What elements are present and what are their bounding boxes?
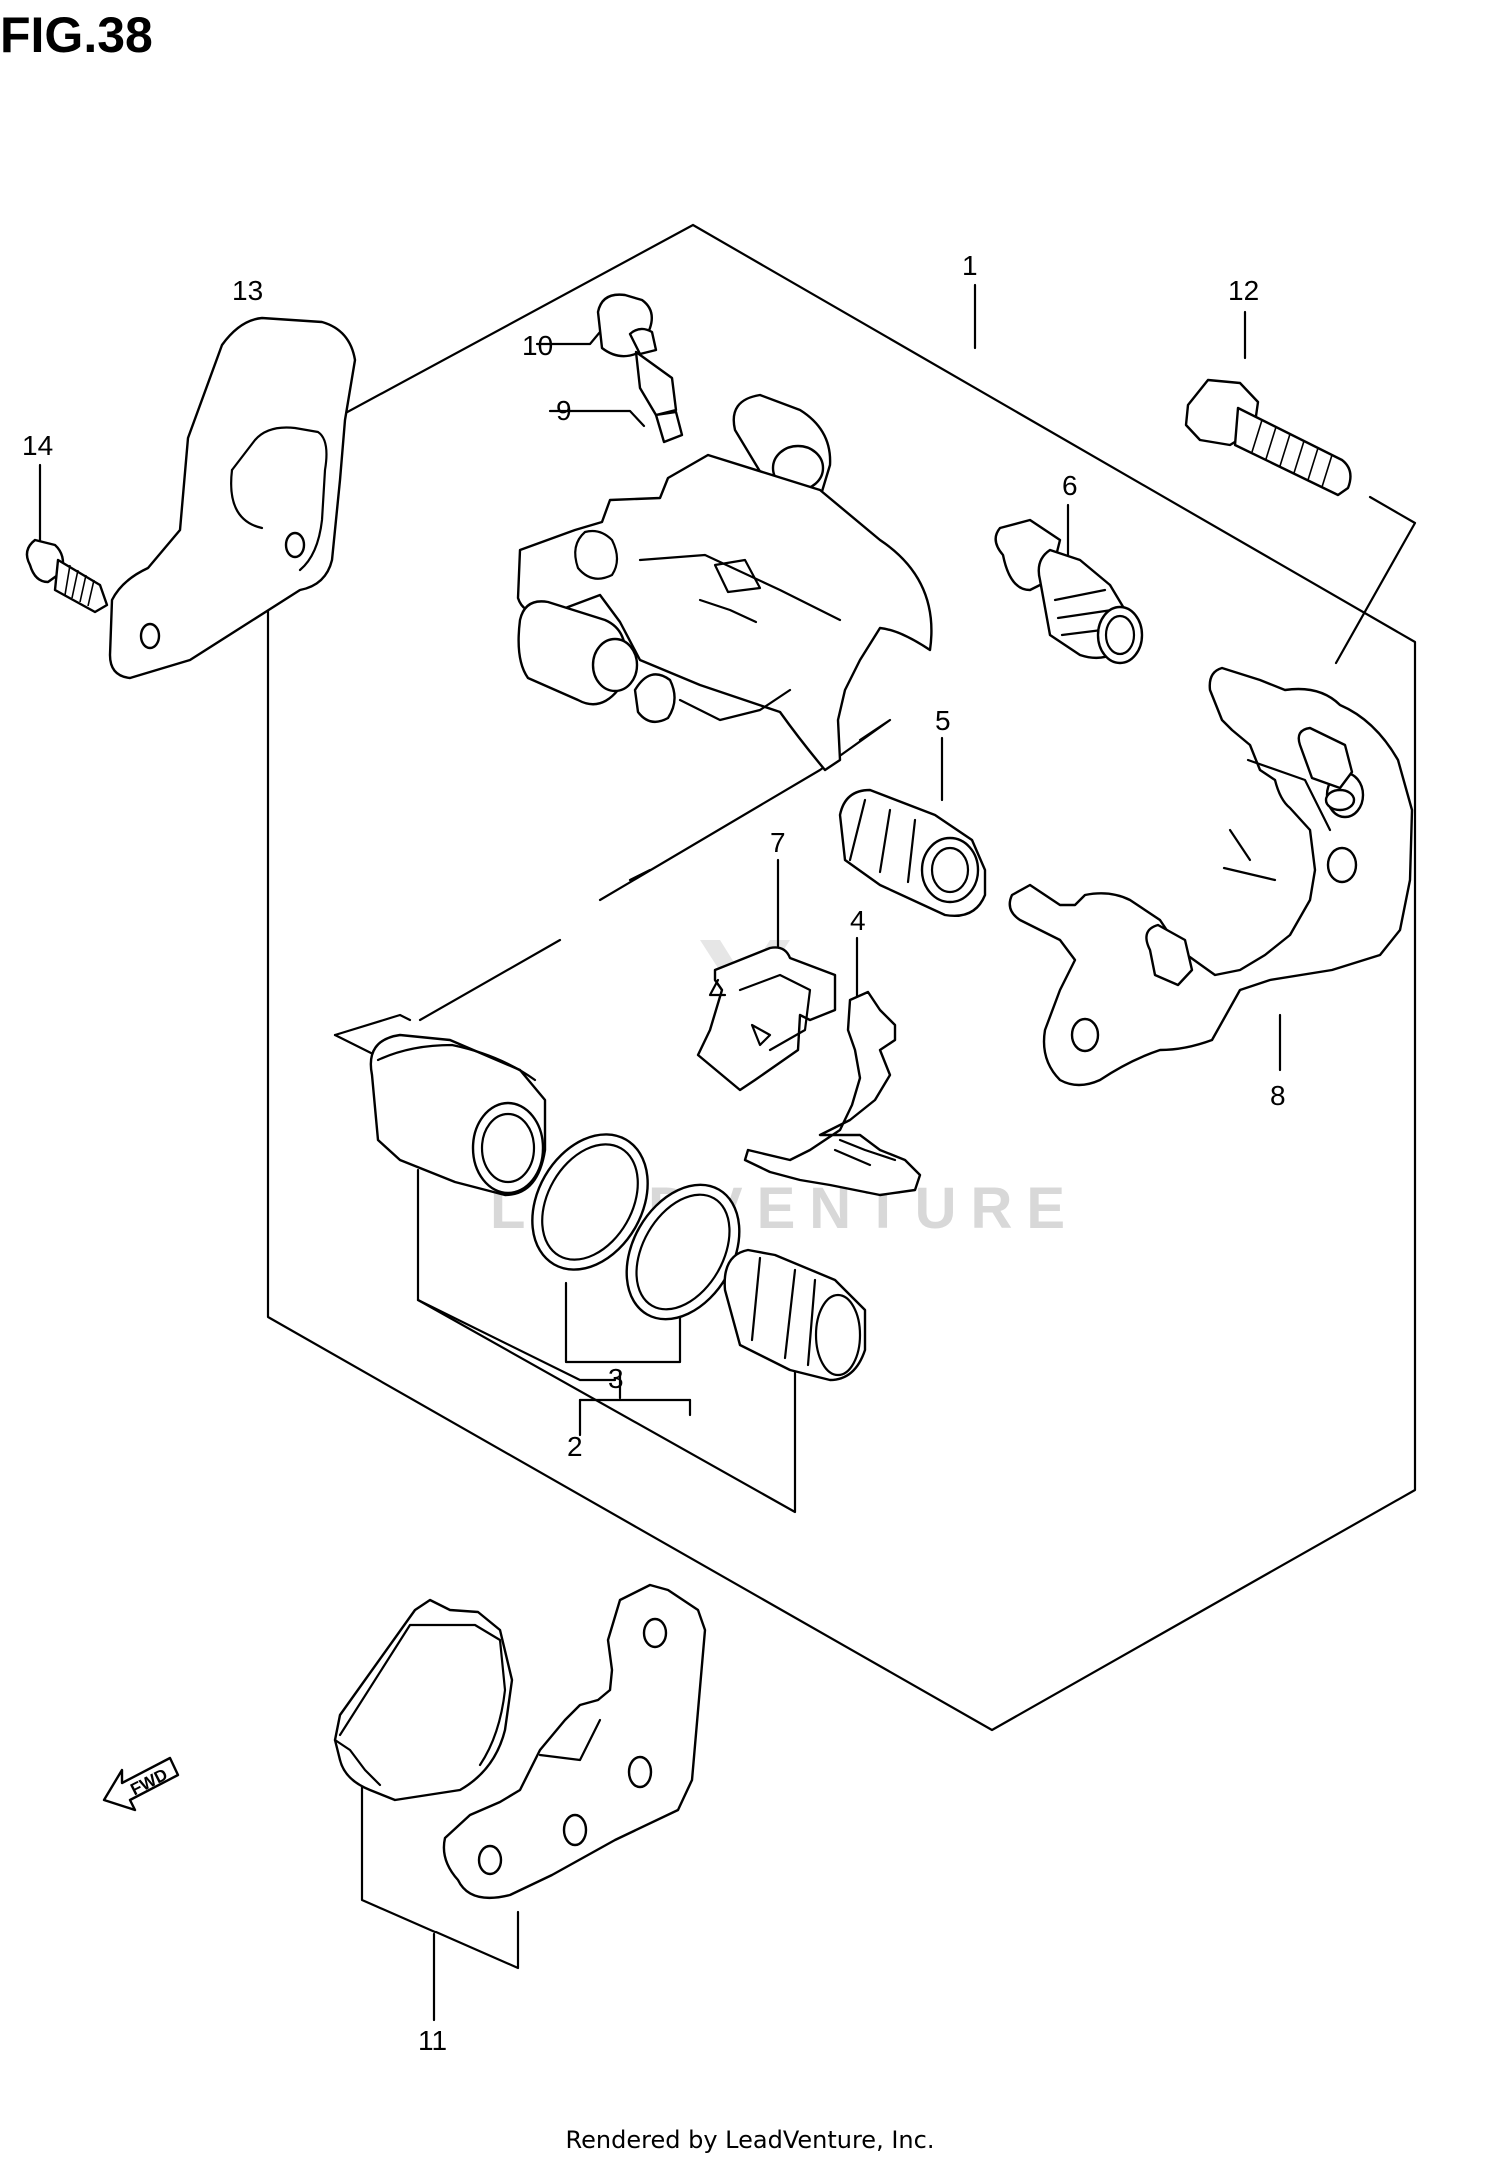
callout-11: 11 (418, 2025, 447, 2056)
leader-lines (38, 283, 1417, 2022)
forward-direction-arrow: FWD (102, 1756, 180, 1812)
caliper-bracket (1008, 666, 1414, 1087)
brake-pad-outer (442, 1583, 707, 1899)
brake-pad-inner (333, 1598, 514, 1802)
callout-1: 1 (962, 250, 978, 281)
caliper-body (516, 393, 933, 772)
pad-spring-clip (696, 946, 837, 1092)
callout-12: 12 (1228, 275, 1259, 306)
callout-14: 14 (22, 430, 53, 461)
callout-8: 8 (1270, 1080, 1286, 1111)
callout-9: 9 (556, 395, 572, 426)
callout-7: 7 (770, 827, 786, 858)
callout-2: 2 (567, 1431, 583, 1462)
piston-insulator (723, 1248, 867, 1382)
figure-title: FIG.38 (0, 7, 153, 63)
bleeder-screw (628, 327, 684, 444)
callout-labels: 1 2 3 4 5 6 7 8 9 10 11 12 13 14 (22, 250, 1286, 2056)
piston-seal (531, 1133, 649, 1271)
callout-13: 13 (232, 275, 263, 306)
footer-credit: Rendered by LeadVenture, Inc. (565, 2126, 935, 2154)
caliper-piston (369, 1033, 547, 1197)
bracket-plate (108, 316, 357, 680)
mounting-bolt-small (25, 538, 109, 614)
callout-6: 6 (1062, 470, 1078, 501)
callout-4: 4 (850, 905, 866, 936)
callout-5: 5 (935, 705, 951, 736)
callout-3: 3 (608, 1363, 624, 1394)
pad-retainer-spring (743, 990, 922, 1197)
callout-10: 10 (522, 330, 553, 361)
mounting-bolt-large (1184, 378, 1352, 497)
slide-pin-boot-lower (838, 788, 987, 917)
slide-pin-boot-upper (994, 518, 1144, 665)
